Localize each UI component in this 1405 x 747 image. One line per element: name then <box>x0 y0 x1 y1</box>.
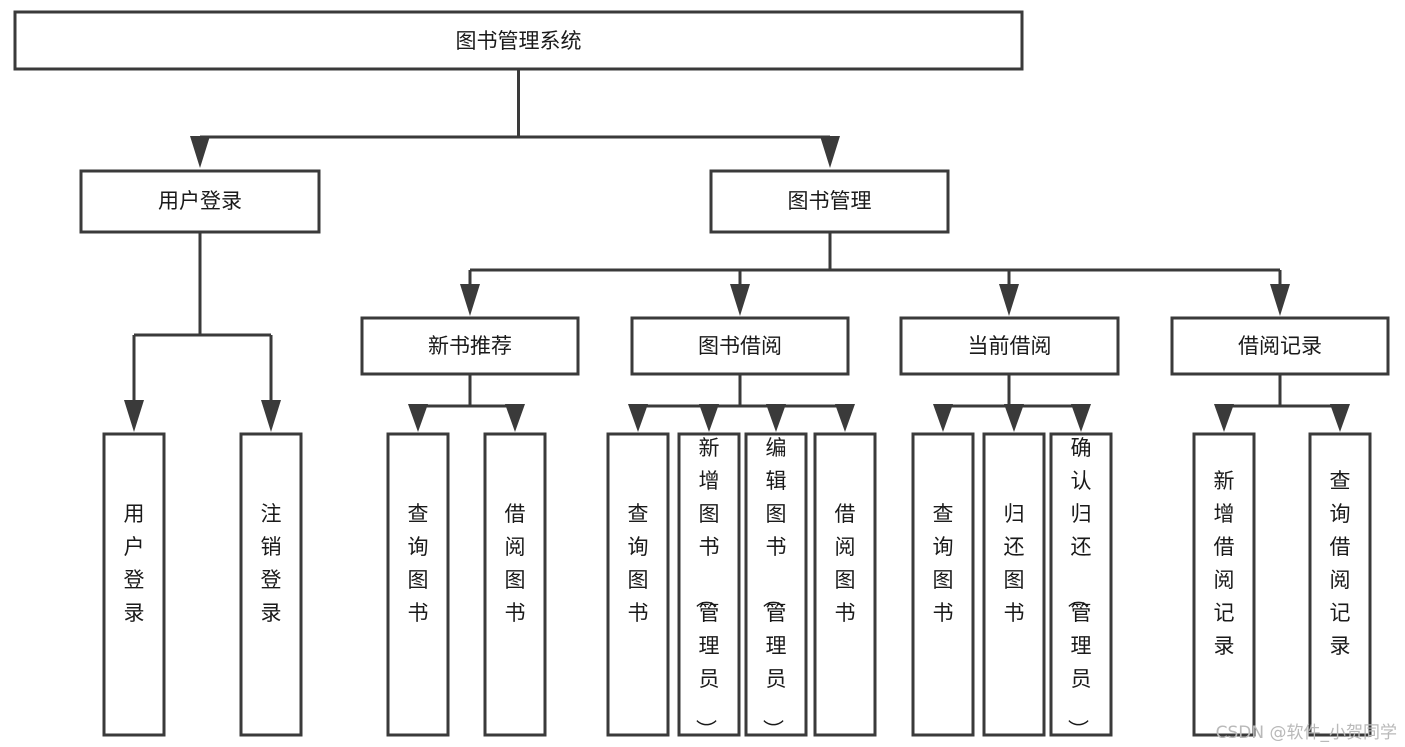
leaf-rec-borrow-label: 借阅图书 <box>505 502 526 625</box>
leaf-node-cur-return[interactable]: 归还图书 <box>982 432 1046 737</box>
leaf-rec-add-box[interactable] <box>1192 432 1256 737</box>
arrow-head-leaf-rec-query <box>408 404 428 432</box>
node-book-borrow-box[interactable] <box>630 316 850 376</box>
arrow-head-leaf-rec-add <box>1214 404 1234 432</box>
leaf-rec-query-box[interactable] <box>386 432 450 737</box>
arrow-head-user-login <box>190 136 210 168</box>
leaf-rec-query-label: 查询图书 <box>408 502 429 625</box>
leaf-node-user-login[interactable]: 用户登录 <box>102 432 166 737</box>
leaf-node-borrow-add[interactable]: 新增图书（管理员） <box>677 432 741 740</box>
leaf-user-login-label: 用户登录 <box>124 502 145 625</box>
connector-group-user-login <box>124 232 281 432</box>
leaf-borrow-edit-label: 编辑图书（管理员） <box>761 436 787 740</box>
leaf-node-user-logout[interactable]: 注销登录 <box>239 432 303 737</box>
node-current-borrow[interactable]: 当前借阅 <box>899 316 1120 376</box>
leaf-borrow-edit-box[interactable] <box>744 432 808 737</box>
node-root[interactable]: 图书管理系统 <box>13 10 1024 71</box>
leaf-user-login-box[interactable] <box>102 432 166 737</box>
connector-group-current-borrow <box>933 374 1091 432</box>
leaf-node-rec-add[interactable]: 新增借阅记录 <box>1192 432 1256 737</box>
leaf-borrow-query-box[interactable] <box>606 432 670 737</box>
leaf-borrow-add-box[interactable] <box>677 432 741 737</box>
node-new-book-rec-label: 新书推荐 <box>428 334 512 358</box>
node-user-login[interactable]: 用户登录 <box>79 169 321 234</box>
leaf-node-cur-query[interactable]: 查询图书 <box>911 432 975 737</box>
leaf-node-rec-borrow[interactable]: 借阅图书 <box>483 432 547 737</box>
leaf-cur-return-box[interactable] <box>982 432 1046 737</box>
arrow-head-leaf-cur-confirm <box>1071 404 1091 432</box>
arrow-head-book-borrow <box>730 284 750 316</box>
node-root-box[interactable] <box>13 10 1024 71</box>
leaf-rec-add-label: 新增借阅记录 <box>1214 469 1235 658</box>
arrow-head-new-book-rec <box>460 284 480 316</box>
leaf-node-borrow-do[interactable]: 借阅图书 <box>813 432 877 737</box>
leaf-borrow-do-box[interactable] <box>813 432 877 737</box>
node-book-manage[interactable]: 图书管理 <box>709 169 950 234</box>
node-current-borrow-label: 当前借阅 <box>968 334 1052 358</box>
leaf-cur-confirm-label: 确认归还（管理员） <box>1066 436 1092 740</box>
node-book-manage-label: 图书管理 <box>788 189 872 213</box>
leaf-rec-query2-label: 查询借阅记录 <box>1330 469 1351 658</box>
leaf-borrow-add-label: 新增图书（管理员） <box>694 436 720 740</box>
leaf-cur-query-box[interactable] <box>911 432 975 737</box>
leaf-borrow-do-label: 借阅图书 <box>835 502 856 625</box>
leaf-node-cur-confirm[interactable]: 确认归还（管理员） <box>1049 432 1113 740</box>
arrow-head-leaf-borrow-edit <box>766 404 786 432</box>
leaf-cur-query-label: 查询图书 <box>933 502 954 625</box>
leaf-rec-query2-box[interactable] <box>1308 432 1372 737</box>
arrow-head-leaf-cur-query <box>933 404 953 432</box>
leaf-node-rec-query2[interactable]: 查询借阅记录 <box>1308 432 1372 737</box>
node-borrow-record-label: 借阅记录 <box>1238 334 1322 358</box>
leaf-node-borrow-edit[interactable]: 编辑图书（管理员） <box>744 432 808 740</box>
arrow-head-leaf-rec-query2 <box>1330 404 1350 432</box>
leaf-cur-return-label: 归还图书 <box>1004 502 1025 625</box>
arrow-head-leaf-cur-return <box>1004 404 1024 432</box>
arrow-head-book-manage <box>820 136 840 168</box>
connector-group-borrow-record <box>1214 374 1350 432</box>
arrow-head-leaf-borrow-add <box>699 404 719 432</box>
node-borrow-record[interactable]: 借阅记录 <box>1170 316 1390 376</box>
arrow-head-leaf-user-login <box>124 400 144 432</box>
connector-group-root <box>190 69 840 168</box>
node-user-login-box[interactable] <box>79 169 321 234</box>
leaf-user-logout-box[interactable] <box>239 432 303 737</box>
arrow-head-leaf-rec-borrow <box>505 404 525 432</box>
node-new-book-rec-box[interactable] <box>360 316 580 376</box>
node-root-label: 图书管理系统 <box>456 29 582 53</box>
leaf-rec-borrow-box[interactable] <box>483 432 547 737</box>
connector-group-book-manage <box>460 232 1290 316</box>
connector-group-new-book-rec <box>408 374 525 432</box>
leaf-node-rec-query[interactable]: 查询图书 <box>386 432 450 737</box>
node-borrow-record-box[interactable] <box>1170 316 1390 376</box>
connector-group-book-borrow <box>628 374 855 432</box>
node-current-borrow-box[interactable] <box>899 316 1120 376</box>
node-new-book-rec[interactable]: 新书推荐 <box>360 316 580 376</box>
node-user-login-label: 用户登录 <box>158 189 242 213</box>
node-book-borrow-label: 图书借阅 <box>698 334 782 358</box>
arrow-head-leaf-borrow-query <box>628 404 648 432</box>
arrow-head-leaf-user-logout <box>261 400 281 432</box>
arrow-head-borrow-record <box>1270 284 1290 316</box>
arrow-head-current-borrow <box>999 284 1019 316</box>
leaf-user-logout-label: 注销登录 <box>261 502 282 625</box>
leaf-cur-confirm-box[interactable] <box>1049 432 1113 737</box>
arrow-head-leaf-borrow-do <box>835 404 855 432</box>
node-book-borrow[interactable]: 图书借阅 <box>630 316 850 376</box>
node-book-manage-box[interactable] <box>709 169 950 234</box>
leaf-node-borrow-query[interactable]: 查询图书 <box>606 432 670 737</box>
leaf-borrow-query-label: 查询图书 <box>628 502 649 625</box>
